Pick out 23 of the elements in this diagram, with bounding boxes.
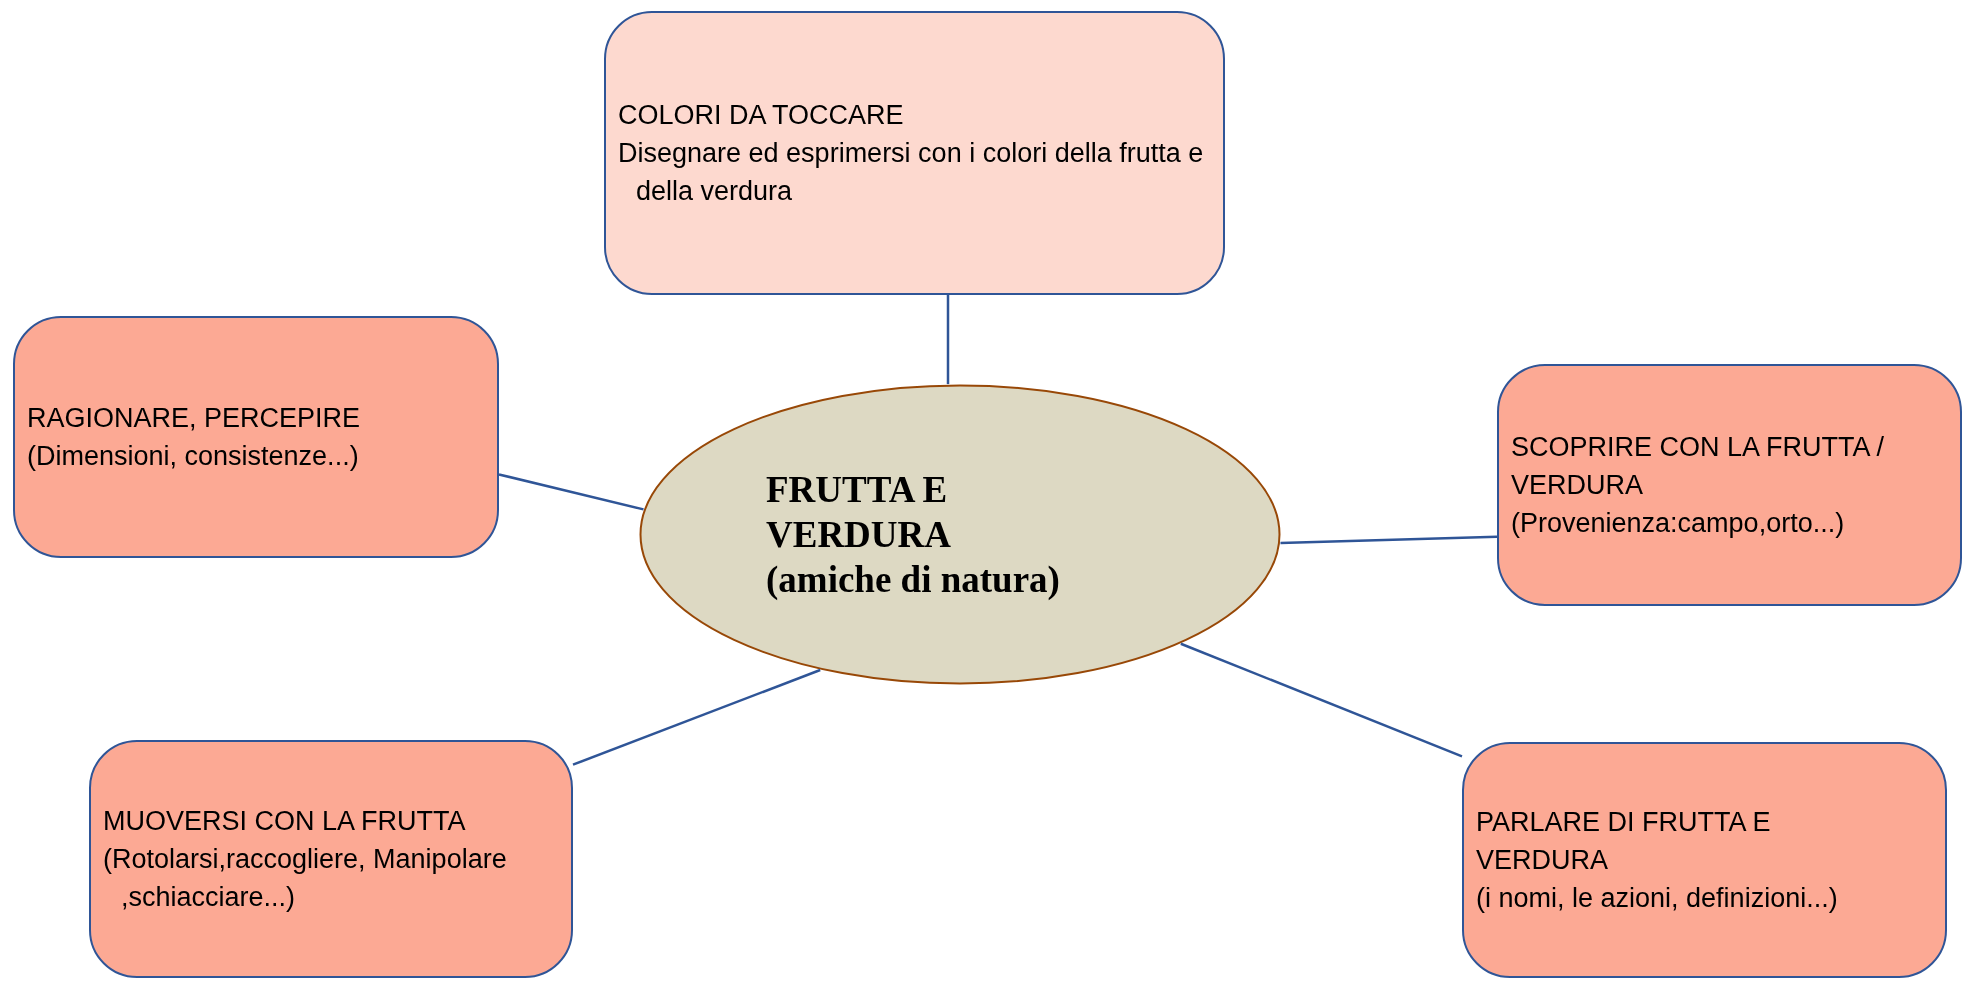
topic-description: (Rotolarsi,raccogliere, Manipolare ,schiacciare...)	[103, 842, 508, 915]
topic-heading: RAGIONARE, PERCEPIRE	[27, 401, 362, 435]
connector-line	[1180, 642, 1463, 758]
connector-line	[572, 668, 821, 766]
topic-box	[1462, 742, 1947, 978]
center-title: FRUTTA E VERDURA	[766, 467, 952, 557]
topic-heading: COLORI DA TOCCARE	[618, 98, 905, 132]
topic-description: (Dimensioni, consistenze...)	[27, 440, 360, 473]
connector-line	[1280, 535, 1498, 545]
topic-description: (Provenienza:campo,orto...)	[1511, 507, 1846, 541]
topic-box	[89, 740, 573, 978]
topic-heading: PARLARE DI FRUTTA E VERDURA	[1476, 805, 1772, 877]
connector-line	[498, 473, 644, 511]
topic-description: (i nomi, le azioni, definizioni...)	[1476, 882, 1839, 916]
topic-box	[13, 316, 499, 558]
center-ellipse	[639, 384, 1281, 685]
topic-heading: SCOPRIRE CON LA FRUTTA / VERDURA	[1511, 430, 1886, 502]
topic-box	[1497, 364, 1962, 606]
connector-line	[946, 295, 950, 385]
center-title: (amiche di natura)	[766, 558, 1061, 603]
topic-heading: MUOVERSI CON LA FRUTTA	[103, 804, 467, 838]
topic-box	[604, 11, 1225, 295]
topic-description: Disegnare ed esprimersi con i colori della frutta e della verdura	[618, 136, 1205, 209]
